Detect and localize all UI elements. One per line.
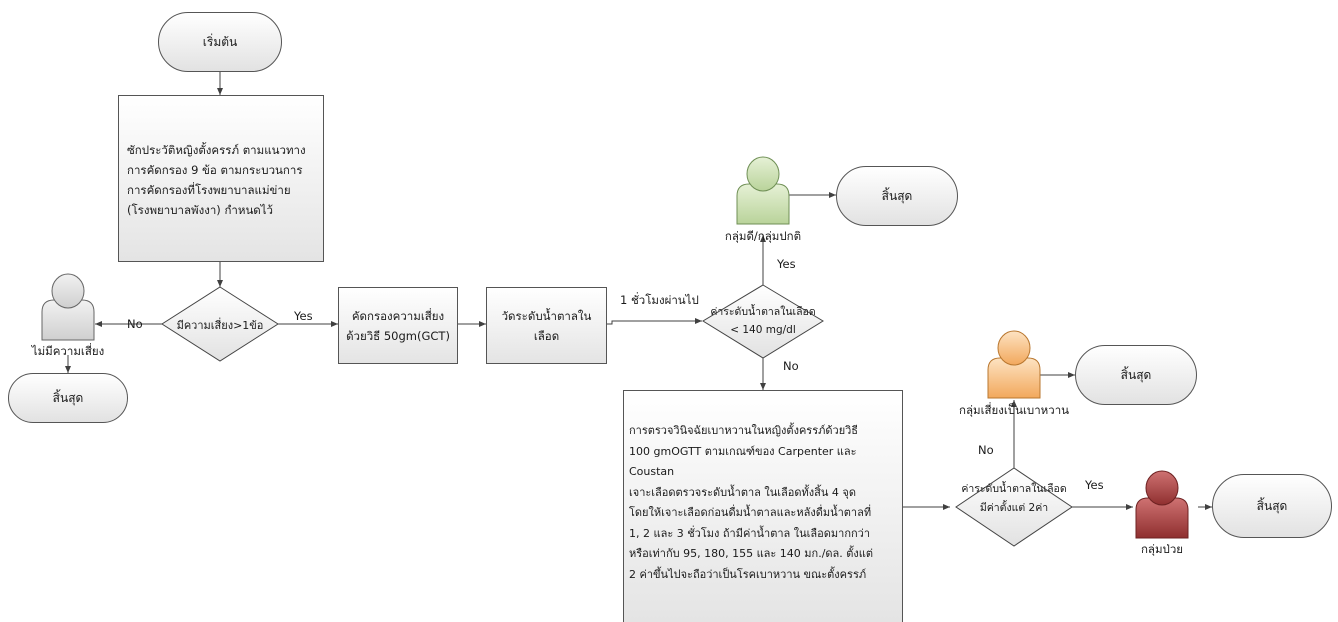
end-terminator-risk: สิ้นสุด bbox=[1075, 345, 1197, 405]
decision-risk-label: มีความเสี่ยง>1ข้อ bbox=[176, 319, 264, 332]
ogtt-line-5: โดยให้เจาะเลือดก่อนดื่มน้ำตาลและหลังดื่ม… bbox=[629, 506, 872, 519]
no-branch-label: No bbox=[783, 359, 799, 373]
end-terminator-sick: สิ้นสุด bbox=[1212, 474, 1332, 538]
history-line-1: ซักประวัติหญิงตั้งครรภ์ ตามแนวทาง bbox=[127, 143, 306, 157]
decision-two-values-diamond bbox=[955, 467, 1073, 547]
end-label: สิ้นสุด bbox=[1256, 498, 1288, 513]
ogtt-line-2: 100 gmOGTT ตามเกณฑ์ของ Carpenter และ bbox=[629, 444, 857, 458]
history-line-2: การคัดกรอง 9 ข้อ ตามกระบวนการ bbox=[127, 163, 303, 177]
decision-glucose-diamond bbox=[702, 284, 824, 359]
risk-group-caption: กลุ่มเสี่ยงเป็นเบาหวาน bbox=[958, 403, 1070, 417]
decision-glucose-text: ค่าระดับน้ำตาลในเลือด < 140 mg/dl bbox=[693, 303, 833, 339]
decision-two-values-line-2: มีค่าตั้งแต่ 2ค่า bbox=[979, 502, 1049, 514]
gct-line-1: คัดกรองความเสี่ยง bbox=[351, 308, 445, 323]
ogtt-line-4: เจาะเลือดตรวจระดับน้ำตาล ในเลือดทั้งสิ้น… bbox=[629, 485, 856, 499]
ogtt-diagnosis-box: การตรวจวินิจฉัยเบาหวานในหญิงตั้งครรภ์ด้ว… bbox=[623, 390, 903, 622]
start-terminator: เริ่มต้น bbox=[158, 12, 282, 72]
end-label: สิ้นสุด bbox=[881, 188, 913, 203]
gct-screening-box: คัดกรองความเสี่ยง ด้วยวิธี 50gm(GCT) bbox=[338, 287, 458, 364]
measure-line-2: เลือด bbox=[533, 328, 560, 343]
connector-measure-decision2 bbox=[607, 318, 702, 325]
sick-group-actor-icon bbox=[1135, 470, 1189, 539]
ogtt-line-1: การตรวจวินิจฉัยเบาหวานในหญิงตั้งครรภ์ด้ว… bbox=[629, 424, 859, 437]
one-hour-label: 1 ชั่วโมงผ่านไป bbox=[620, 293, 699, 307]
end-terminator-normal: สิ้นสุด bbox=[836, 166, 958, 226]
ogtt-line-3: Coustan bbox=[629, 465, 675, 478]
risk-group-actor-icon bbox=[987, 330, 1041, 399]
history-screening-box: ซักประวัติหญิงตั้งครรภ์ ตามแนวทาง การคัด… bbox=[118, 95, 324, 262]
decision-risk-diamond bbox=[161, 286, 279, 362]
yes-branch-label: Yes bbox=[1085, 478, 1104, 492]
decision-two-values-line-1: ค่าระดับน้ำตาลในเลือด bbox=[961, 483, 1067, 495]
ogtt-line-7: หรือเท่ากับ 95, 180, 155 และ 140 มก./ดล.… bbox=[629, 547, 874, 560]
no-risk-actor-icon bbox=[41, 273, 95, 341]
yes-branch-label: Yes bbox=[294, 309, 313, 323]
measure-glucose-box: วัดระดับน้ำตาลใน เลือด bbox=[486, 287, 607, 364]
end-terminator-no-risk: สิ้นสุด bbox=[8, 373, 128, 423]
end-label: สิ้นสุด bbox=[52, 390, 84, 405]
decision-glucose-line-1: ค่าระดับน้ำตาลในเลือด bbox=[710, 306, 816, 318]
start-label: เริ่มต้น bbox=[202, 34, 238, 49]
end-label: สิ้นสุด bbox=[1120, 367, 1152, 382]
history-line-4: (โรงพยาบาลพังงา) กำหนดไว้ bbox=[127, 203, 274, 217]
no-risk-caption: ไม่มีความเสี่ยง bbox=[31, 344, 105, 358]
ogtt-line-8: 2 ค่าขึ้นไปจะถือว่าเป็นโรคเบาหวาน ขณะตั้… bbox=[629, 567, 867, 581]
history-line-3: การคัดกรองที่โรงพยาบาลแม่ข่าย bbox=[127, 183, 291, 197]
no-branch-label: No bbox=[978, 443, 994, 457]
decision-glucose-line-2: < 140 mg/dl bbox=[730, 324, 796, 336]
measure-line-1: วัดระดับน้ำตาลใน bbox=[501, 308, 592, 323]
gct-line-2: ด้วยวิธี 50gm(GCT) bbox=[346, 328, 450, 343]
normal-group-caption: กลุ่มดี/กลุ่มปกติ bbox=[724, 229, 802, 243]
ogtt-line-6: 1, 2 และ 3 ชั่วโมง ถ้ามีค่าน้ำตาล ในเลือ… bbox=[629, 526, 871, 540]
sick-group-caption: กลุ่มป่วย bbox=[1140, 542, 1184, 556]
decision-two-values-text: ค่าระดับน้ำตาลในเลือด มีค่าตั้งแต่ 2ค่า bbox=[940, 480, 1088, 518]
normal-group-actor-icon bbox=[736, 156, 790, 225]
no-branch-label: No bbox=[127, 317, 143, 331]
yes-branch-label: Yes bbox=[777, 257, 796, 271]
